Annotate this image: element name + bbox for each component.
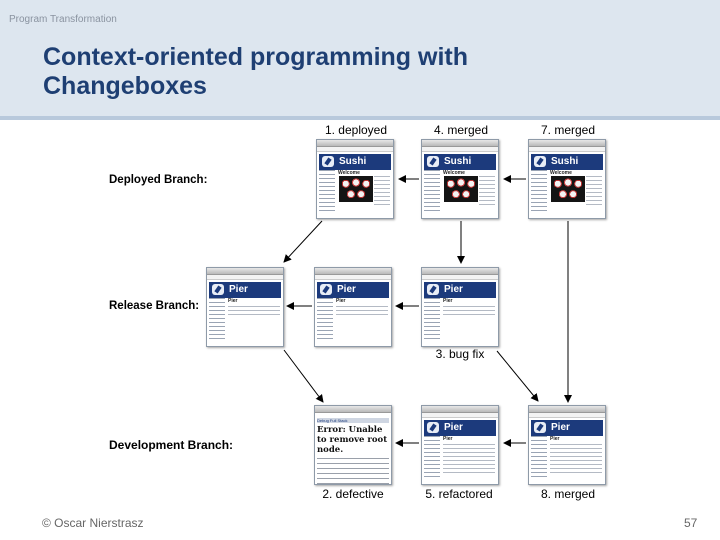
screenshot-deployed-4: Sushi Welcome: [421, 139, 499, 219]
arrow-deployed-to-release: [283, 220, 323, 263]
screenshot-dev-refactored: Pier Pier: [421, 405, 499, 485]
screenshot-release-3: Pier Pier: [421, 267, 499, 347]
label-defective: 2. defective: [322, 487, 384, 501]
screenshot-dev-error: Debug Full Stack Error: Unable to remove…: [314, 405, 392, 485]
pier-logo-icon: [322, 156, 334, 167]
sushi-image: [551, 176, 585, 202]
sushi-image: [444, 176, 478, 202]
arrow-release-to-dev: [283, 349, 324, 403]
screenshot-deployed-7: Sushi Welcome: [528, 139, 606, 219]
screenshot-release-2: Pier Pier: [314, 267, 392, 347]
column-label-merged-4: 4. merged: [433, 123, 489, 137]
label-bug-fix: 3. bug fix: [435, 347, 485, 361]
arrow-bug-fix-to-dev-merged: [496, 350, 539, 402]
label-merged-8: 8. merged: [540, 487, 596, 501]
screenshot-dev-merged: Pier Pier: [528, 405, 606, 485]
footer-author: © Oscar Nierstrasz: [42, 516, 144, 530]
column-label-merged-7: 7. merged: [540, 123, 596, 137]
slide-title: Context-oriented programming with Change…: [43, 43, 468, 100]
row-label-release: Release Branch:: [109, 300, 200, 312]
screenshot-deployed-1: Sushi Welcome: [316, 139, 394, 219]
section-title: Program Transformation: [9, 14, 117, 25]
pier-logo-icon: [427, 284, 439, 295]
pier-logo-icon: [427, 422, 439, 433]
label-refactored: 5. refactored: [425, 487, 493, 501]
pier-logo-icon: [534, 156, 546, 167]
page-number: 57: [684, 516, 698, 530]
slide-header: Program Transformation Context-oriented …: [0, 0, 720, 117]
row-label-deployed: Deployed Branch:: [109, 174, 208, 186]
header-divider: [0, 116, 720, 120]
pier-logo-icon: [534, 422, 546, 433]
error-message: Error: Unable to remove root node.: [317, 425, 388, 455]
pier-logo-icon: [320, 284, 332, 295]
row-label-development: Development Branch:: [109, 438, 234, 452]
pier-logo-icon: [427, 156, 439, 167]
pier-logo-icon: [212, 284, 224, 295]
column-label-deployed: 1. deployed: [324, 123, 388, 137]
sushi-image: [339, 176, 373, 202]
screenshot-release-1: Pier Pier: [206, 267, 284, 347]
